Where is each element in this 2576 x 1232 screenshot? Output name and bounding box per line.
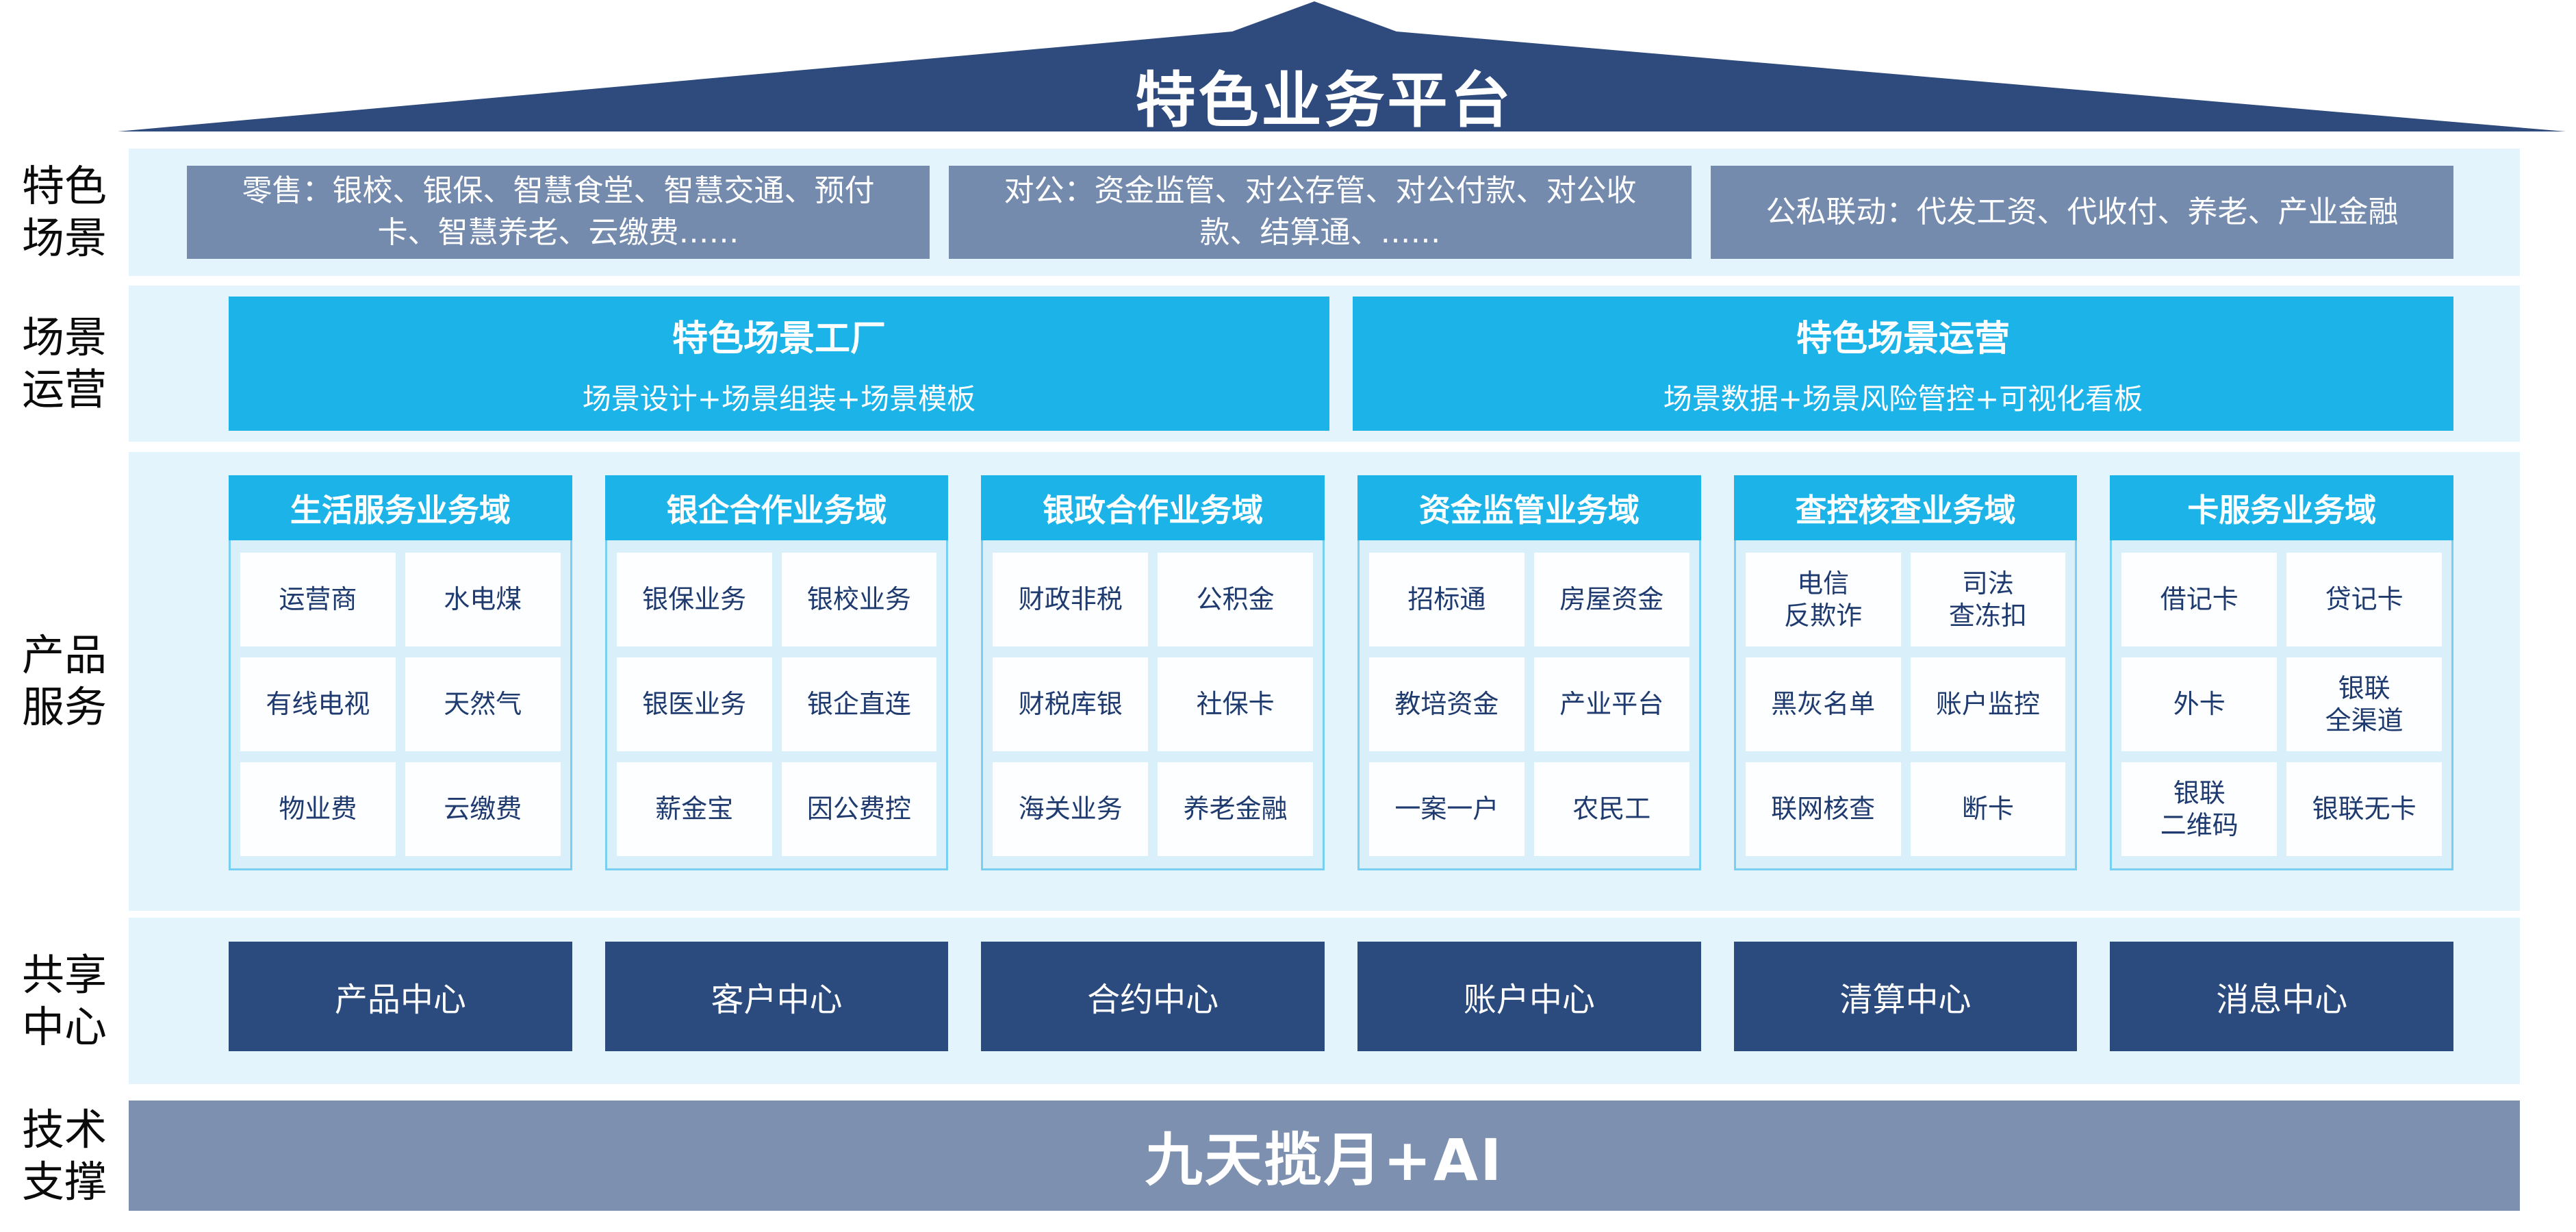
product-cell: 有线电视 [240,657,396,751]
product-column-header: 银企合作业务域 [604,475,949,540]
product-cell: 农民工 [1533,762,1689,856]
scene-box-retail: 零售：银校、银保、智慧食堂、智慧交通、预付卡、智慧养老、云缴费…… [187,166,930,259]
center-box-product: 产品中心 [229,942,572,1051]
product-cell: 银校业务 [781,553,937,646]
scene-factory-title: 特色场景工厂 [672,318,886,360]
scene-operation-title: 特色场景运营 [1796,318,2010,360]
product-cell: 公积金 [1158,553,1314,646]
product-cell: 贷记卡 [2286,553,2443,646]
product-cell: 银联无卡 [2286,762,2443,856]
shared-centers-band: 产品中心 客户中心 合约中心 账户中心 清算中心 消息中心 [129,918,2520,1084]
center-box-clearing: 清算中心 [1733,942,2078,1051]
center-box-contract: 合约中心 [981,942,1325,1051]
product-cell: 运营商 [240,553,396,646]
product-cell: 产业平台 [1533,657,1689,751]
product-cell: 天然气 [405,657,561,751]
product-column-header: 生活服务业务域 [229,475,572,540]
row-label-centers: 共享 中心 [21,949,107,1052]
product-cell: 账户监控 [1910,657,2066,751]
scene-operation-subtitle: 场景数据+场景风险管控+可视化看板 [1663,382,2143,416]
product-cell: 社保卡 [1158,657,1314,751]
product-column-body: 招标通 房屋资金 教培资金 产业平台 一案一户 农民工 [1357,540,1701,870]
row-label-products: 产品 服务 [21,630,107,732]
center-box-message: 消息中心 [2110,942,2454,1051]
product-cell: 电信 反欺诈 [1745,553,1901,646]
product-column-header: 资金监管业务域 [1357,475,1701,540]
scene-box-linkage: 公私联动：代发工资、代收付、养老、产业金融 [1711,166,2453,259]
product-cell: 招标通 [1369,553,1525,646]
product-cell: 一案一户 [1369,762,1525,856]
product-column-body: 借记卡 贷记卡 外卡 银联 全渠道 银联 二维码 银联无卡 [2110,540,2454,870]
product-cell: 借记卡 [2121,553,2278,646]
product-cell: 因公费控 [781,762,937,856]
scene-factory-box: 特色场景工厂 场景设计+场景组装+场景模板 [229,297,1329,431]
product-column-body: 银保业务 银校业务 银医业务 银企直连 薪金宝 因公费控 [604,540,949,870]
product-column-body: 运营商 水电煤 有线电视 天然气 物业费 云缴费 [229,540,572,870]
product-column-bank-government: 银政合作业务域 财政非税 公积金 财税库银 社保卡 海关业务 养老金融 [981,475,1325,870]
product-cell: 银医业务 [616,657,772,751]
product-cell: 断卡 [1910,762,2066,856]
product-cell: 联网核查 [1745,762,1901,856]
tech-support-bar: 九天揽月+AI [129,1101,2520,1211]
row-label-operations: 场景 运营 [21,312,107,414]
roof-shape [118,1,2566,131]
product-column-bank-enterprise: 银企合作业务域 银保业务 银校业务 银医业务 银企直连 薪金宝 因公费控 [604,475,949,870]
product-cell: 银联 全渠道 [2286,657,2443,751]
center-box-account: 账户中心 [1357,942,1701,1051]
product-column-header: 卡服务业务域 [2110,475,2454,540]
product-column-inquiry-verification: 查控核查业务域 电信 反欺诈 司法 查冻扣 黑灰名单 账户监控 联网核查 断卡 [1733,475,2078,870]
product-column-card-services: 卡服务业务域 借记卡 贷记卡 外卡 银联 全渠道 银联 二维码 银联无卡 [2110,475,2454,870]
product-cell: 物业费 [240,762,396,856]
roof-polygon [118,1,2566,131]
scene-operation-box: 特色场景运营 场景数据+场景风险管控+可视化看板 [1353,297,2453,431]
product-cell: 司法 查冻扣 [1910,553,2066,646]
product-cell: 财税库银 [993,657,1149,751]
product-cell: 银企直连 [781,657,937,751]
product-cell: 黑灰名单 [1745,657,1901,751]
product-column-life-services: 生活服务业务域 运营商 水电煤 有线电视 天然气 物业费 云缴费 [229,475,572,870]
product-column-fund-supervision: 资金监管业务域 招标通 房屋资金 教培资金 产业平台 一案一户 农民工 [1357,475,1701,870]
product-cell: 房屋资金 [1533,553,1689,646]
operations-band: 特色场景工厂 场景设计+场景组装+场景模板 特色场景运营 场景数据+场景风险管控… [129,286,2520,442]
product-cell: 财政非税 [993,553,1149,646]
product-cell: 云缴费 [405,762,561,856]
product-cell: 水电煤 [405,553,561,646]
product-cell: 银联 二维码 [2121,762,2278,856]
product-cell: 养老金融 [1158,762,1314,856]
row-label-scenes: 特色 场景 [21,161,107,263]
product-cell: 银保业务 [616,553,772,646]
products-band: 生活服务业务域 运营商 水电煤 有线电视 天然气 物业费 云缴费 银企合作业务域… [129,452,2520,911]
product-cell: 教培资金 [1369,657,1525,751]
product-column-body: 财政非税 公积金 财税库银 社保卡 海关业务 养老金融 [981,540,1325,870]
scenes-band: 零售：银校、银保、智慧食堂、智慧交通、预付卡、智慧养老、云缴费…… 对公：资金监… [129,149,2520,276]
product-column-body: 电信 反欺诈 司法 查冻扣 黑灰名单 账户监控 联网核查 断卡 [1733,540,2078,870]
row-label-tech: 技术 支撑 [21,1104,107,1207]
center-box-customer: 客户中心 [604,942,949,1051]
scene-box-corporate: 对公：资金监管、对公存管、对公付款、对公收款、结算通、…… [949,166,1692,259]
product-column-header: 查控核查业务域 [1733,475,2078,540]
product-column-header: 银政合作业务域 [981,475,1325,540]
product-cell: 海关业务 [993,762,1149,856]
scene-factory-subtitle: 场景设计+场景组装+场景模板 [582,382,976,416]
diagram-title: 特色业务平台 [1135,65,1514,136]
product-cell: 薪金宝 [616,762,772,856]
product-cell: 外卡 [2121,657,2278,751]
